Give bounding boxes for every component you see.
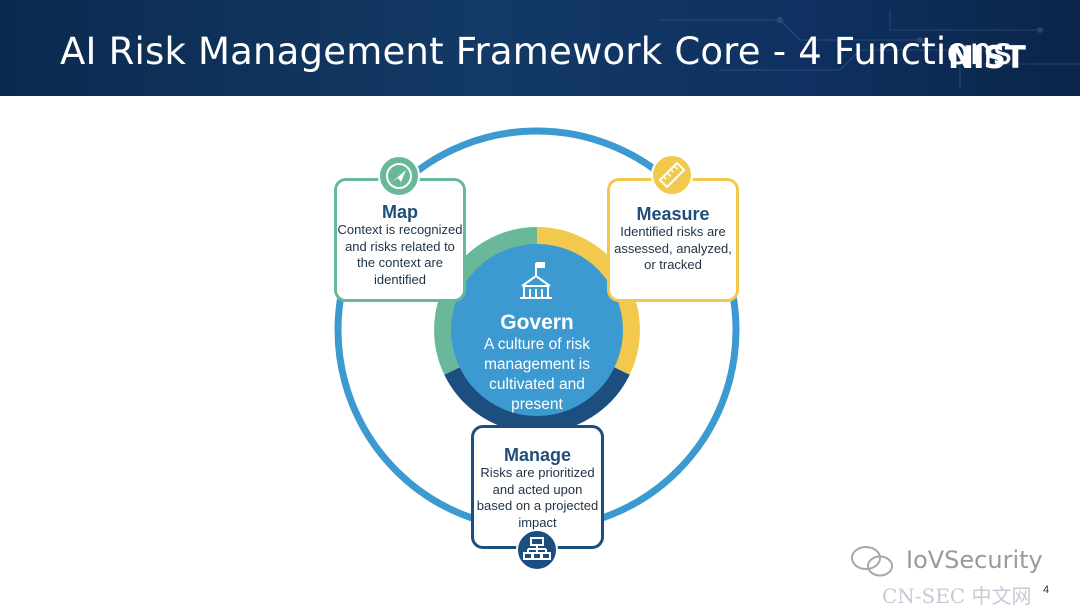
nist-logo: NIST [948, 40, 1027, 72]
watermark-site: CN-SEC 中文网 [882, 584, 1032, 608]
building-icon [520, 262, 552, 299]
map-card: Map Context is recognized and risks rela… [334, 178, 466, 302]
manage-title: Manage [503, 445, 572, 465]
wechat-icon [851, 546, 893, 577]
govern-core [451, 244, 623, 416]
nist-logo-text: NIST [948, 40, 1026, 72]
map-description: Context is recognized and risks related … [337, 222, 463, 287]
hierarchy-icon [516, 529, 558, 571]
watermark-brand: IoVSecurity [906, 546, 1043, 574]
compass-icon [378, 155, 420, 197]
slide-header: AI Risk Management Framework Core - 4 Fu… [0, 0, 1080, 96]
measure-card: Measure Identified risks are assessed, a… [607, 178, 739, 302]
circuit-pattern [660, 10, 1080, 88]
manage-description: Risks are prioritized and acted upon bas… [476, 465, 599, 530]
govern-description: A culture of risk management is cultivat… [484, 336, 590, 413]
measure-title: Measure [636, 204, 710, 224]
ruler-icon [651, 154, 693, 196]
slide-title: AI Risk Management Framework Core - 4 Fu… [60, 30, 1013, 73]
govern-ring-manage [444, 366, 630, 433]
map-title: Map [382, 202, 418, 222]
manage-card: Manage Risks are prioritized and acted u… [471, 425, 604, 549]
govern-label: Govern A culture of risk management is c… [470, 311, 604, 415]
govern-title: Govern [500, 311, 574, 334]
page-number: 4 [1043, 584, 1050, 596]
measure-description: Identified risks are assessed, analyzed,… [614, 224, 732, 272]
